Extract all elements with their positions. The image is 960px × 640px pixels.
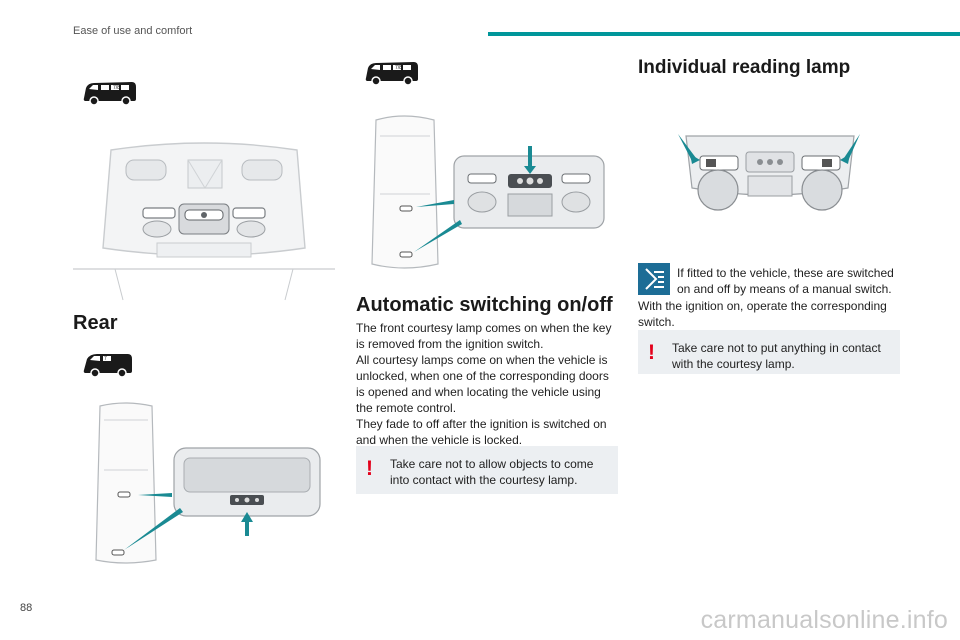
auto-paragraph: They fade to off after the ignition is s… — [356, 417, 607, 447]
exclamation-icon: ! — [648, 341, 655, 364]
warning-box-lamp: ! Take care not to put anything in conta… — [638, 330, 900, 374]
running-header: Ease of use and comfort — [73, 25, 193, 37]
section-title-automatic: Automatic switching on/off — [356, 294, 613, 316]
reading-lamp-figure — [678, 134, 860, 211]
section-title-reading-lamp: Individual reading lamp — [638, 57, 851, 78]
exclamation-icon: ! — [366, 457, 373, 480]
van-long-icon-top-middle: 7/8 — [365, 62, 418, 86]
van-short-icon: 7 — [83, 354, 132, 378]
header-accent-bar — [488, 32, 960, 36]
lamp-instruction-text: With the ignition on, operate the corres… — [638, 299, 887, 329]
section-title-rear: Rear — [73, 312, 118, 334]
warning-text: Take care not to put anything in contact… — [672, 341, 881, 371]
lamp-info-text: If fitted to the vehicle, these are swit… — [677, 266, 894, 296]
warning-box-auto: ! Take care not to allow objects to come… — [356, 446, 618, 494]
van-badge-text: 7/8 — [113, 85, 120, 91]
info-document-icon — [638, 263, 670, 295]
van-long-icon-top-left: 7/8 — [83, 82, 136, 106]
van-badge-text: 7 — [104, 356, 107, 362]
page-number: 88 — [20, 602, 33, 614]
front-console-figure — [73, 142, 335, 301]
watermark: carmanualsonline.info — [700, 606, 948, 634]
rear-lamp-figure — [95, 402, 321, 564]
auto-paragraph: The front courtesy lamp comes on when th… — [356, 321, 612, 351]
auto-paragraph: All courtesy lamps come on when the vehi… — [356, 353, 609, 415]
van-badge-text: 7/8 — [395, 65, 402, 71]
middle-lamp-figure — [371, 115, 605, 269]
auto-description: The front courtesy lamp comes on when th… — [356, 320, 618, 448]
warning-text: Take care not to allow objects to come i… — [390, 457, 594, 487]
